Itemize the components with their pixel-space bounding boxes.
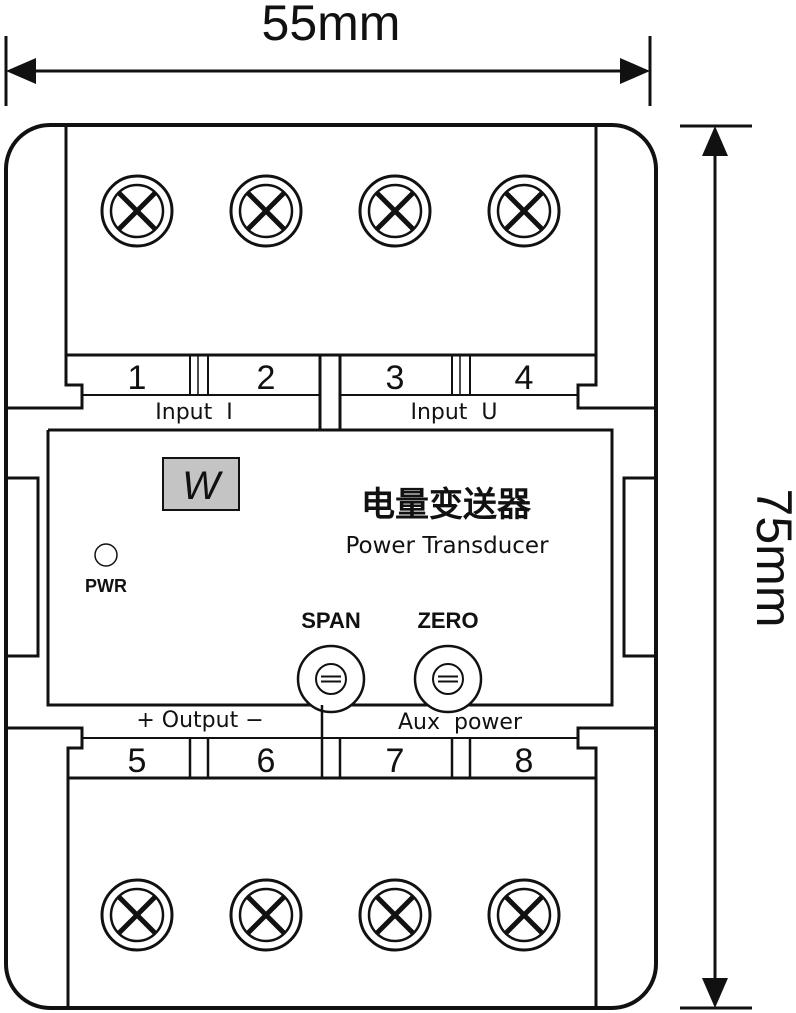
- bottom-step-right: [576, 726, 656, 1008]
- terminal-number-6: 6: [257, 742, 276, 780]
- top-terminal-block: 1 2 3 4 Input I Input U: [6, 125, 656, 430]
- terminal-screw-8-icon: [489, 880, 559, 950]
- input-current-label: Input I: [155, 400, 232, 425]
- width-arrow-right-icon: [620, 58, 650, 84]
- terminal-screw-6-icon: [231, 880, 301, 950]
- height-arrow-bottom-icon: [702, 978, 728, 1008]
- terminal-number-7: 7: [386, 742, 405, 780]
- top-terminal-housing: [64, 125, 598, 357]
- terminal-screw-1-icon: [102, 176, 172, 246]
- terminal-number-5: 5: [128, 742, 147, 780]
- zero-label: ZERO: [417, 608, 478, 633]
- aux-power-label: Aux power: [398, 710, 523, 735]
- height-arrow-top-icon: [702, 126, 728, 156]
- width-dimension: 55mm: [4, 0, 652, 106]
- span-potentiometer-icon[interactable]: [296, 644, 366, 714]
- product-title-en: Power Transducer: [345, 533, 549, 559]
- front-panel: W 电量变送器 Power Transducer PWR SPAN ZERO: [46, 428, 614, 714]
- left-latch: [6, 476, 40, 658]
- terminal-number-2: 2: [257, 359, 276, 397]
- product-title-cn: 电量变送器: [361, 485, 532, 525]
- zero-potentiometer-icon[interactable]: [413, 644, 483, 714]
- span-label: SPAN: [301, 608, 361, 633]
- power-led-label: PWR: [85, 576, 127, 596]
- terminal-screw-5-icon: [102, 880, 172, 950]
- terminal-number-3: 3: [386, 359, 405, 397]
- terminal-screw-4-icon: [489, 176, 559, 246]
- terminal-number-4: 4: [515, 359, 534, 397]
- width-arrow-left-icon: [6, 58, 36, 84]
- front-panel-frame: [46, 428, 614, 707]
- height-label: 75mm: [746, 489, 796, 628]
- power-led-icon: [94, 543, 118, 567]
- input-voltage-label: Input U: [410, 400, 497, 425]
- terminal-number-8: 8: [515, 742, 534, 780]
- right-latch: [622, 476, 656, 658]
- height-dimension: 75mm: [680, 124, 796, 1010]
- brand-logo-badge: [162, 457, 240, 511]
- width-label: 55mm: [262, 0, 401, 51]
- terminal-screw-7-icon: [360, 880, 430, 950]
- top-step-right: [576, 355, 656, 410]
- brand-logo-text: W: [182, 464, 223, 508]
- bottom-terminal-block: + Output − Aux power 5 6 7 8: [6, 705, 656, 1008]
- terminal-screw-2-icon: [231, 176, 301, 246]
- bottom-step-left: [6, 726, 84, 1008]
- terminal-number-1: 1: [128, 359, 147, 397]
- terminal-screw-3-icon: [360, 176, 430, 246]
- output-label: + Output −: [136, 708, 263, 733]
- top-step-left: [6, 355, 84, 410]
- device-body: [4, 123, 658, 1010]
